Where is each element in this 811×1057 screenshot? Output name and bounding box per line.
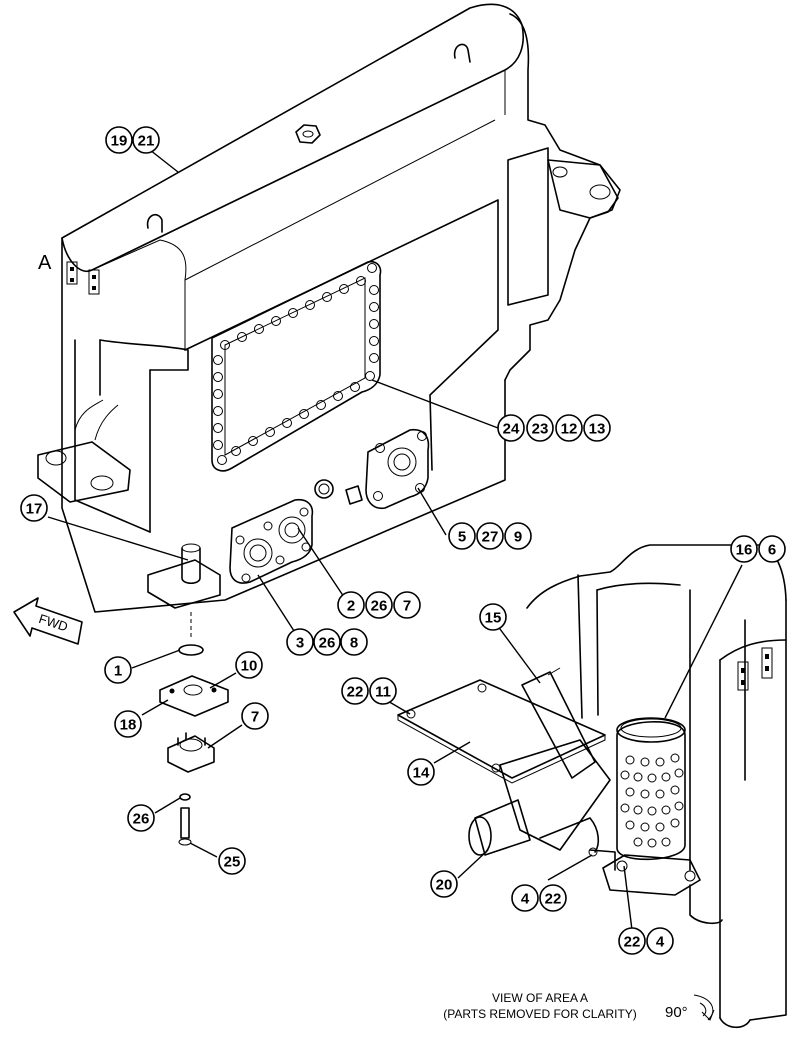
fwd-arrow: FWD	[13, 597, 83, 645]
callout-6: 6	[758, 535, 786, 563]
svg-text:22: 22	[624, 934, 641, 951]
callout-3: 3	[286, 628, 314, 656]
leader-lines	[47, 149, 743, 931]
svg-text:3: 3	[296, 635, 304, 652]
callout-25: 25	[218, 847, 246, 875]
callout-4-a: 4	[511, 884, 539, 912]
svg-text:4: 4	[521, 891, 530, 908]
svg-text:26: 26	[319, 635, 336, 652]
svg-text:10: 10	[241, 658, 258, 675]
callout-1: 1	[104, 656, 132, 684]
callout-23: 23	[526, 414, 554, 442]
callout-26-c: 26	[127, 804, 155, 832]
svg-text:19: 19	[111, 133, 128, 150]
callout-27: 27	[476, 522, 504, 550]
rotate-arrow-icon	[693, 994, 715, 1021]
svg-text:22: 22	[347, 684, 364, 701]
callout-2: 2	[337, 591, 365, 619]
callout-13: 13	[583, 414, 611, 442]
callout-26-a: 26	[365, 591, 393, 619]
callout-9: 9	[504, 522, 532, 550]
callout-5: 5	[448, 522, 476, 550]
svg-text:8: 8	[350, 635, 358, 652]
svg-text:4: 4	[656, 934, 665, 951]
hydraulic-tank	[37, 3, 621, 613]
screen-holes	[620, 753, 684, 848]
callouts: 19 21 24 23 12 13 5 27 9 17 2 26 7 3 26 …	[20, 126, 786, 955]
callout-22-a: 22	[341, 677, 369, 705]
svg-text:9: 9	[514, 529, 522, 546]
svg-text:13: 13	[589, 421, 606, 438]
callout-21: 21	[132, 126, 160, 154]
callout-19: 19	[105, 126, 133, 154]
svg-text:7: 7	[403, 598, 411, 615]
svg-text:25: 25	[224, 854, 241, 871]
callout-12: 12	[555, 414, 583, 442]
callout-17: 17	[20, 494, 48, 522]
svg-text:18: 18	[120, 717, 137, 734]
svg-text:26: 26	[371, 598, 388, 615]
svg-text:6: 6	[768, 542, 776, 559]
svg-text:14: 14	[413, 765, 430, 782]
callout-14: 14	[407, 758, 435, 786]
callout-16: 16	[730, 535, 758, 563]
callout-24: 24	[497, 414, 525, 442]
svg-text:16: 16	[736, 542, 753, 559]
svg-text:27: 27	[482, 529, 499, 546]
svg-text:21: 21	[138, 133, 155, 150]
callout-8: 8	[340, 628, 368, 656]
callout-11: 11	[369, 677, 397, 705]
callout-10: 10	[235, 651, 263, 679]
svg-text:20: 20	[436, 877, 453, 894]
area-a-view	[397, 544, 787, 1029]
svg-text:12: 12	[561, 421, 578, 438]
rotation-indicator: 90°	[665, 994, 715, 1021]
callout-7-a: 7	[393, 591, 421, 619]
cover-bolts	[213, 263, 379, 465]
caption: VIEW OF AREA A (PARTS REMOVED FOR CLARIT…	[443, 991, 637, 1021]
drain-parts	[159, 612, 229, 846]
o-ring	[178, 644, 204, 656]
svg-text:5: 5	[458, 529, 466, 546]
rotation-label: 90°	[665, 1004, 688, 1021]
svg-text:2: 2	[347, 598, 355, 615]
callout-18: 18	[114, 710, 142, 738]
svg-text:22: 22	[545, 891, 562, 908]
callout-22-b: 22	[539, 884, 567, 912]
callout-7-b: 7	[241, 702, 269, 730]
svg-text:26: 26	[133, 811, 150, 828]
svg-text:17: 17	[26, 501, 43, 518]
caption-line-2: (PARTS REMOVED FOR CLARITY)	[443, 1007, 637, 1021]
callout-4-b: 4	[646, 927, 674, 955]
callout-22-c: 22	[618, 927, 646, 955]
svg-text:11: 11	[375, 684, 391, 701]
view-label-a: A	[38, 252, 52, 274]
callout-26-b: 26	[313, 628, 341, 656]
svg-text:7: 7	[251, 709, 259, 726]
svg-text:24: 24	[503, 421, 520, 438]
svg-text:1: 1	[114, 663, 122, 680]
callout-15: 15	[479, 603, 507, 631]
svg-text:15: 15	[485, 610, 502, 627]
caption-line-1: VIEW OF AREA A	[492, 991, 588, 1005]
callout-20: 20	[430, 870, 458, 898]
svg-text:23: 23	[532, 421, 549, 438]
